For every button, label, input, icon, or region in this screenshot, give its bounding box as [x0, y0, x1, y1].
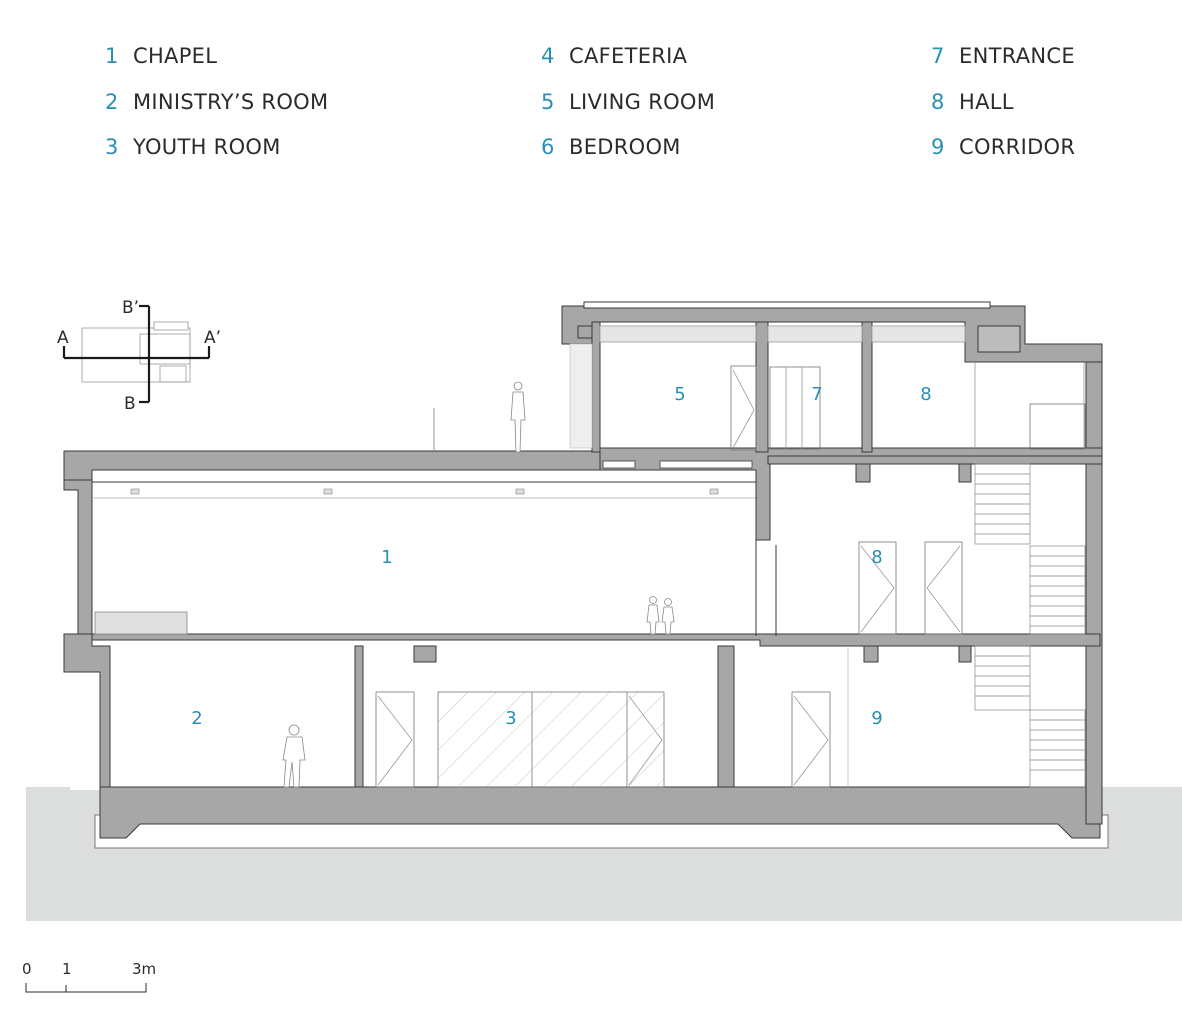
facade-glazing [569, 343, 593, 449]
door-icon [791, 691, 831, 788]
ground-floor-wall [354, 645, 364, 788]
roof-parapet [583, 301, 991, 309]
legend-number: 8 [931, 90, 945, 114]
roof-vent [977, 325, 1021, 353]
legend-label: CHAPEL [133, 44, 218, 68]
upper-floor-opening [602, 460, 636, 469]
door-icon [858, 541, 897, 635]
ceiling-light [709, 488, 719, 495]
room-label-5: 5 [674, 384, 685, 405]
upper-floor-opening [659, 460, 753, 469]
legend-number: 9 [931, 135, 945, 159]
legend-number: 6 [541, 135, 555, 159]
ceiling-strip [871, 325, 966, 343]
scale-label-1: 1 [62, 960, 72, 978]
ceiling-light [515, 488, 525, 495]
room-label-7: 7 [811, 384, 822, 405]
staircase-upper [974, 463, 1086, 635]
right-wall [1085, 343, 1103, 825]
legend-item-5: 5 LIVING ROOM [541, 90, 715, 114]
legend-label: CAFETERIA [569, 44, 688, 68]
legend-number: 3 [105, 135, 119, 159]
first-floor-slab [91, 633, 1101, 647]
legend-item-9: 9 CORRIDOR [931, 135, 1075, 159]
staircase-lower [974, 645, 1086, 788]
upper-wall [591, 321, 601, 453]
ceiling-light [130, 488, 140, 495]
key-plan-label-a: A [57, 328, 69, 348]
beam [855, 463, 871, 483]
glass-partition [437, 691, 665, 788]
room-label-9: 9 [871, 708, 882, 729]
legend-item-8: 8 HALL [931, 90, 1014, 114]
person-figure [282, 724, 306, 788]
person-figure [510, 381, 526, 453]
person-figure [646, 596, 675, 635]
room-label-8-upper: 8 [920, 384, 931, 405]
cabinet [1029, 403, 1086, 450]
beam [958, 463, 972, 483]
legend-item-6: 6 BEDROOM [541, 135, 681, 159]
door-swing-line [793, 695, 829, 786]
door-icon [924, 541, 963, 635]
room-label-2: 2 [191, 708, 202, 729]
beam [958, 645, 972, 663]
mid-floor-slab [767, 455, 1103, 465]
legend-label: YOUTH ROOM [133, 135, 281, 159]
key-plan-label-a-prime: A’ [204, 328, 221, 348]
legend-label: MINISTRY’S ROOM [133, 90, 329, 114]
upper-wall [861, 321, 873, 453]
door-icon [730, 365, 757, 451]
ground-floor-wall [717, 645, 735, 788]
legend-item-4: 4 CAFETERIA [541, 44, 687, 68]
door-icon [375, 691, 415, 788]
legend-number: 5 [541, 90, 555, 114]
legend-label: BEDROOM [569, 135, 681, 159]
room-label-1: 1 [381, 547, 392, 568]
room-label-8-mid: 8 [871, 547, 882, 568]
chapel-bench [94, 611, 188, 635]
door-swing-line [926, 545, 961, 633]
key-plan-label-b: B [124, 394, 136, 414]
door-swing-line [732, 369, 755, 449]
beam [413, 645, 437, 663]
ceiling-strip [599, 325, 757, 343]
scale-label-0: 0 [22, 960, 32, 978]
legend-label: CORRIDOR [959, 135, 1076, 159]
legend-label: ENTRANCE [959, 44, 1075, 68]
legend-number: 4 [541, 44, 555, 68]
door-swing-line [377, 695, 413, 786]
room-label-3: 3 [505, 708, 516, 729]
upper-wall [755, 321, 769, 453]
legend-label: HALL [959, 90, 1014, 114]
scale-label-3m: 3m [132, 960, 156, 978]
legend-item-3: 3 YOUTH ROOM [105, 135, 281, 159]
legend-number: 1 [105, 44, 119, 68]
legend-number: 2 [105, 90, 119, 114]
beam [863, 645, 879, 663]
scale-bar [25, 983, 147, 993]
ceiling-strip [767, 325, 863, 343]
legend-item-7: 7 ENTRANCE [931, 44, 1075, 68]
legend-item-2: 2 MINISTRY’S ROOM [105, 90, 328, 114]
key-plan [62, 304, 211, 404]
legend-item-1: 1 CHAPEL [105, 44, 217, 68]
entrance-door [769, 366, 821, 450]
door-swing-line [860, 545, 895, 633]
legend-label: LIVING ROOM [569, 90, 716, 114]
door-swing-line [628, 695, 663, 786]
legend-number: 7 [931, 44, 945, 68]
ceiling-light [323, 488, 333, 495]
key-plan-label-b-prime: B’ [122, 298, 139, 318]
